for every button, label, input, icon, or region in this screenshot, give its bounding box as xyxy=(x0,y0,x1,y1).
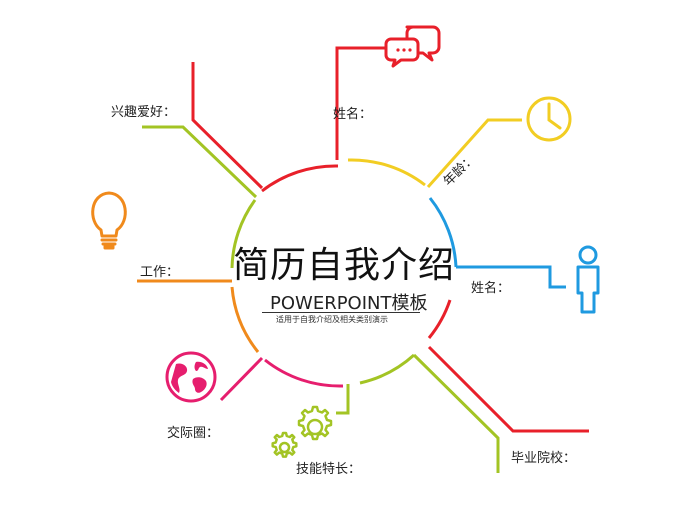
arc-orange xyxy=(230,286,260,353)
label-social: 交际圈： xyxy=(167,426,220,441)
connector-red-bottom xyxy=(427,345,589,433)
label-work: 工作： xyxy=(140,265,180,280)
connector-red-top xyxy=(335,46,385,160)
gears-icon xyxy=(271,405,333,458)
label-name-top: 姓名： xyxy=(333,107,373,122)
connector-pink xyxy=(219,356,264,402)
label-skills: 技能特长： xyxy=(296,462,362,477)
chat-bubbles-icon xyxy=(384,25,441,68)
globe-icon xyxy=(165,351,217,403)
label-hobby: 兴趣爱好： xyxy=(111,105,177,120)
lightbulb-icon xyxy=(91,191,127,250)
subtitle-underline xyxy=(262,312,420,313)
person-icon xyxy=(576,245,600,314)
arc-lime-bottom xyxy=(359,353,416,385)
connector-lime-right xyxy=(412,353,500,473)
arc-pink xyxy=(264,358,344,388)
label-school: 毕业院校： xyxy=(511,451,577,466)
caption: 适用于自我介绍及相关类别演示 xyxy=(276,315,388,324)
connector-lime-left xyxy=(142,125,258,199)
arc-yellow xyxy=(347,158,426,187)
arc-red xyxy=(261,164,339,193)
connector-lime-bottom xyxy=(336,384,350,415)
label-name-right: 姓名： xyxy=(471,281,511,296)
clock-icon xyxy=(526,96,572,142)
connector-blue xyxy=(456,265,566,289)
subtitle: POWERPOINT模板 xyxy=(270,293,428,314)
connector-yellow xyxy=(426,118,522,189)
connector-red-left xyxy=(191,62,264,190)
arc-lime-left xyxy=(230,199,257,269)
arc-red-bottom xyxy=(427,299,452,339)
main-title: 简历自我介绍 xyxy=(233,245,456,286)
arc-blue xyxy=(428,197,458,268)
